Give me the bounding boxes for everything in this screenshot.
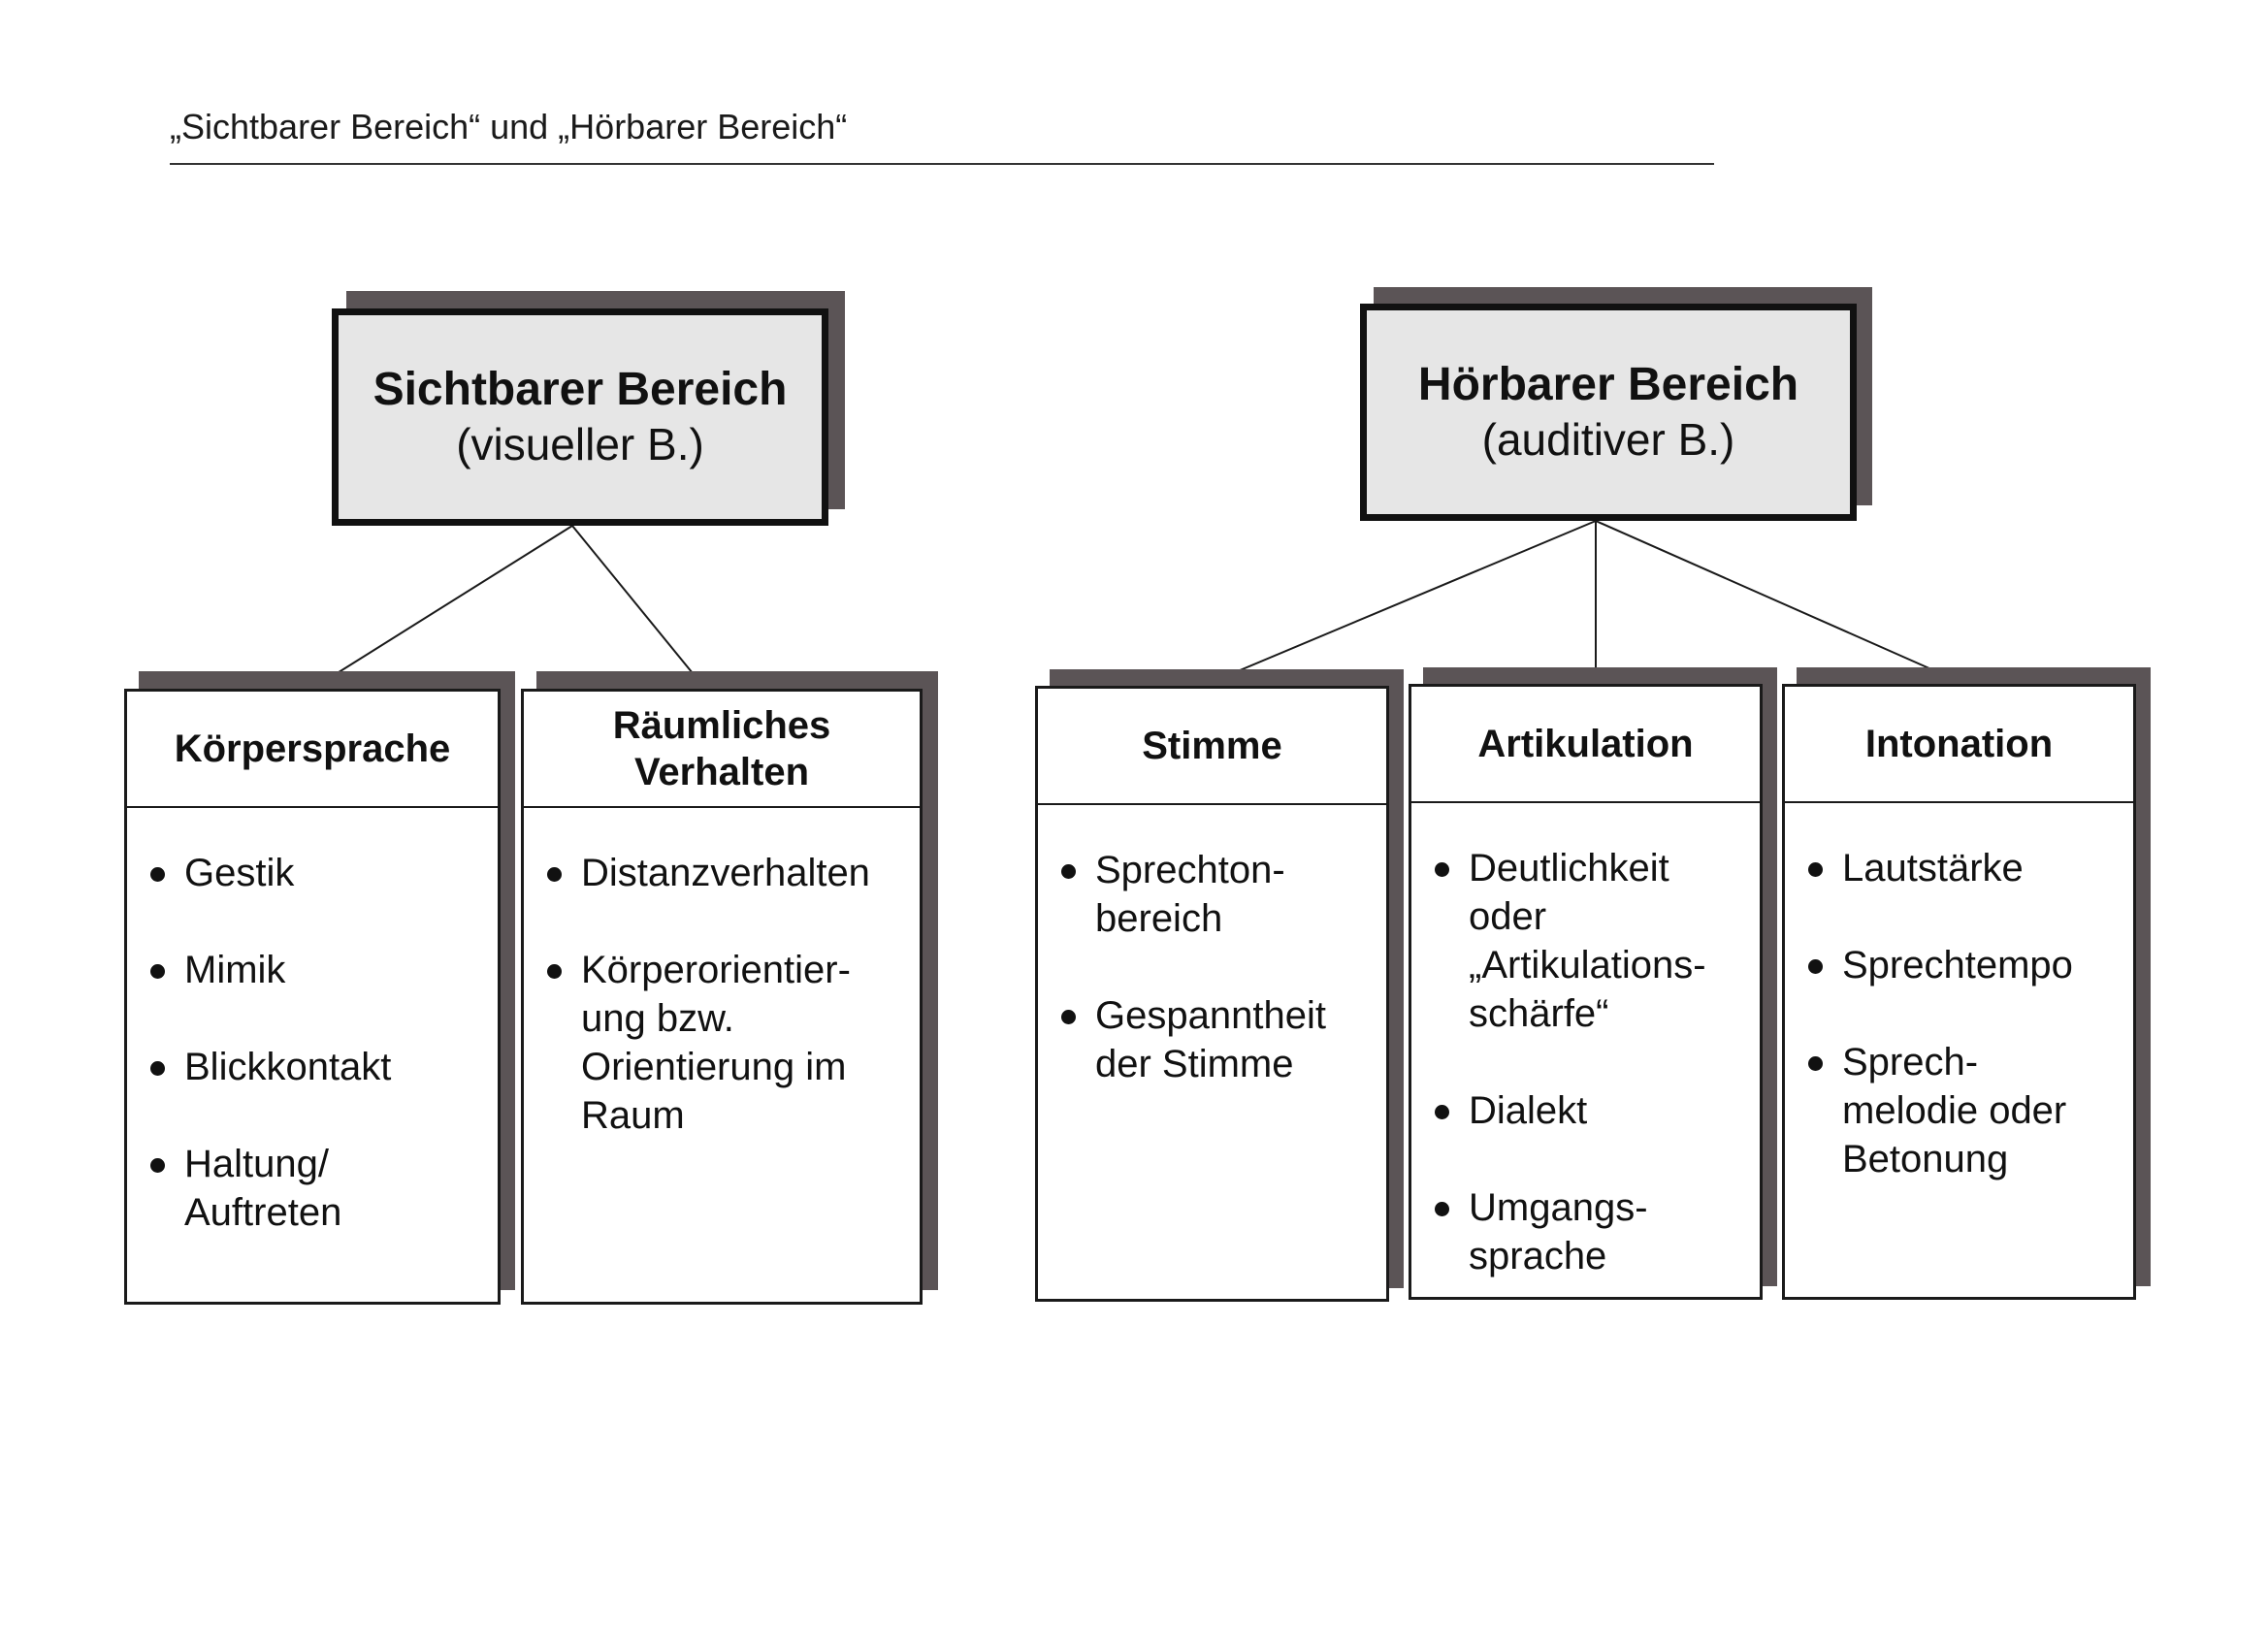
title-underline [170,163,1714,165]
category-heading-text: Körpersprache [174,728,451,770]
list-item: Mimik [150,946,488,994]
list-item: Sprechtempo [1808,941,2123,989]
category-heading: Stimme [1038,689,1386,805]
list-item: Sprechton- bereich [1061,846,1377,943]
list-item: Distanzverhalten [547,849,910,897]
connector-line [571,525,706,690]
category-heading: Räumliches Verhalten [524,692,920,808]
list-item: Körperorientier- ung bzw. Orientierung i… [547,946,910,1140]
list-item: Blickkontakt [150,1043,488,1091]
connector-line [311,525,573,690]
list-item: Lautstärke [1808,844,2123,892]
category-box-raeumliches-verhalten: Räumliches Verhalten Distanzverhalten Kö… [521,689,923,1305]
category-heading: Artikulation [1411,687,1760,803]
list-item: Sprech- melodie oder Betonung [1808,1038,2123,1183]
category-item-list: Deutlichkeit oder „Artikulations- schärf… [1411,803,1760,1280]
category-heading-text: Räumliches Verhalten [612,704,831,793]
root-subtitle: (visueller B.) [456,419,704,469]
root-subtitle: (auditiver B.) [1481,414,1735,465]
list-item: Umgangs- sprache [1435,1183,1750,1280]
category-item-list: Sprechton- bereich Gespanntheit der Stim… [1038,805,1386,1088]
category-item-list: Distanzverhalten Körperorientier- ung bz… [524,808,920,1140]
list-item: Dialekt [1435,1086,1750,1135]
connector-line [1595,520,1965,685]
list-item: Gestik [150,849,488,897]
page-title: „Sichtbarer Bereich“ und „Hörbarer Berei… [170,107,848,146]
category-box-intonation: Intonation Lautstärke Sprechtempo Sprech… [1782,684,2136,1300]
category-heading: Intonation [1785,687,2133,803]
category-box-koerpersprache: Körpersprache Gestik Mimik Blickkontakt … [124,689,501,1305]
list-item: Deutlichkeit oder „Artikulations- schärf… [1435,844,1750,1038]
root-title: Sichtbarer Bereich [373,364,788,415]
root-box-auditory: Hörbarer Bereich (auditiver B.) [1360,304,1857,521]
category-heading-text: Intonation [1864,723,2054,765]
list-item: Gespanntheit der Stimme [1061,991,1377,1088]
root-box-visual: Sichtbarer Bereich (visueller B.) [332,308,828,526]
category-box-artikulation: Artikulation Deutlichkeit oder „Artikula… [1409,684,1763,1300]
category-heading: Körpersprache [127,692,498,808]
root-title: Hörbarer Bereich [1417,359,1799,410]
category-item-list: Lautstärke Sprechtempo Sprech- melodie o… [1785,803,2133,1183]
category-heading-text: Stimme [1142,725,1282,767]
category-heading-text: Artikulation [1477,723,1694,765]
category-item-list: Gestik Mimik Blickkontakt Haltung/ Auftr… [127,808,498,1237]
connector-line [1202,520,1597,687]
list-item: Haltung/ Auftreten [150,1140,488,1237]
category-box-stimme: Stimme Sprechton- bereich Gespanntheit d… [1035,686,1389,1302]
